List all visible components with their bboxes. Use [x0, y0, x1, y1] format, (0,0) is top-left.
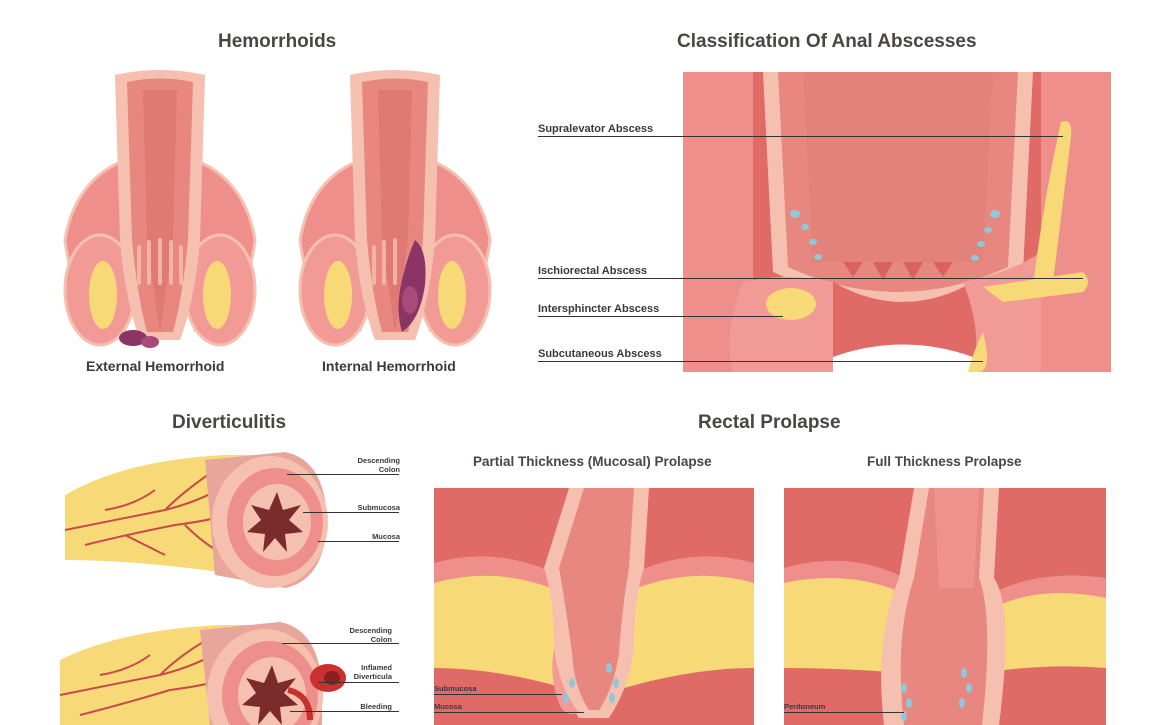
- rectal-prolapse-title: Rectal Prolapse: [698, 412, 841, 433]
- diverticulitis-bottom-illustration: [60, 620, 350, 725]
- partial-prolapse-illustration: [434, 488, 754, 725]
- ischiorectal-abscess-label: Ischiorectal Abscess: [538, 265, 648, 277]
- div-bottom-bleeding-label: Bleeding: [360, 702, 392, 711]
- diverticulitis-title: Diverticulitis: [172, 412, 287, 433]
- anal-abscesses-illustration: [683, 72, 1111, 372]
- div-top-mucosa-label: Mucosa: [372, 532, 400, 541]
- supralevator-abscess-label: Supralevator Abscess: [538, 123, 654, 135]
- diverticulitis-top-illustration: [65, 450, 335, 590]
- full-prolapse-title: Full Thickness Prolapse: [867, 454, 1022, 469]
- subcutaneous-abscess-label: Subcutaneous Abscess: [538, 348, 662, 360]
- external-hemorrhoid-illustration: [55, 70, 265, 350]
- div-top-descending-colon-label: Descending Colon: [357, 456, 400, 474]
- anal-abscesses-title: Classification Of Anal Abscesses: [677, 31, 977, 52]
- div-bottom-descending-colon-label: Descending Colon: [349, 626, 392, 644]
- internal-hemorrhoid-label: Internal Hemorrhoid: [322, 358, 456, 374]
- internal-hemorrhoid-illustration: [290, 70, 500, 350]
- partial-prolapse-title: Partial Thickness (Mucosal) Prolapse: [473, 454, 712, 469]
- external-hemorrhoid-label: External Hemorrhoid: [86, 358, 225, 374]
- partial-mucosa-label: Mucosa: [434, 702, 462, 711]
- div-bottom-inflamed-label: Inflamed Diverticula: [353, 663, 392, 681]
- partial-submucosa-label: Submucosa: [434, 684, 477, 693]
- intersphincter-abscess-label: Intersphincter Abscess: [538, 303, 660, 315]
- full-prolapse-illustration: [784, 488, 1106, 725]
- hemorrhoids-title: Hemorrhoids: [218, 31, 337, 52]
- full-peritoneum-label: Peritoneum: [784, 702, 826, 711]
- div-top-submucosa-label: Submucosa: [357, 503, 400, 512]
